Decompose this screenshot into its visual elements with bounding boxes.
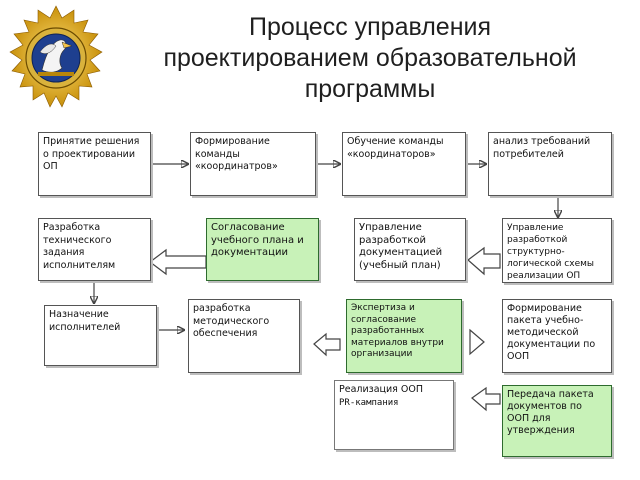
box-implementation-pr: Реализация ООП PR-кампания: [334, 380, 454, 450]
box-methodical-support-text: разработка методического обеспечения: [193, 303, 270, 339]
box-form-package-text: Формирование пакета учебно-методической …: [507, 303, 596, 362]
box-analyze-requirements-text: анализ требований потребителей: [493, 136, 591, 160]
box-manage-scheme: Управление разработкой структурно-логиче…: [502, 218, 612, 283]
title-line-2: проектированием образовательной: [163, 44, 577, 72]
box-manage-documentation: Управление разработкой документацией (уч…: [354, 218, 466, 281]
box-expertise: Экспертиза и согласование разработанных …: [346, 299, 462, 373]
box-tech-task: Разработка технического задания исполнит…: [38, 218, 151, 281]
title-line-1: Процесс управления: [248, 13, 492, 41]
box-manage-scheme-text: Управление разработкой структурно-логиче…: [507, 223, 594, 281]
page-title: Процесс управления проектированием образ…: [110, 12, 630, 105]
box-train-team-text: Обучение команды «координаторов»: [347, 136, 444, 160]
red-arrow-b14-b13: [471, 386, 501, 412]
box-train-team: Обучение команды «координаторов»: [342, 132, 466, 196]
box-decision-design: Принятие решения о проектировании ОП: [38, 132, 151, 196]
box-form-team: Формирование команды «координатров»: [190, 132, 316, 196]
box-decision-design-text: Принятие решения о проектировании ОП: [43, 136, 140, 172]
box-expertise-text: Экспертиза и согласование разработанных …: [351, 303, 444, 359]
title-line-3: программы: [304, 75, 436, 103]
box-analyze-requirements: анализ требований потребителей: [488, 132, 612, 196]
red-arrow-b11-b10: [313, 332, 341, 357]
university-emblem-logo: [9, 5, 103, 108]
red-arrow-b11-b12: [469, 328, 485, 356]
red-arrow-b8-b7: [467, 246, 501, 276]
box-pr-campaign-text: PR-кампания: [339, 397, 399, 408]
red-arrow-double-left: [149, 248, 207, 276]
box-coordinate-plan: Согласование учебного плана и документац…: [206, 218, 319, 281]
box-methodical-support: разработка методического обеспечения: [188, 299, 300, 373]
box-transfer-package-text: Передача пакета документов по ООП для ут…: [507, 389, 594, 436]
box-form-package: Формирование пакета учебно-методической …: [502, 299, 612, 373]
box-transfer-package: Передача пакета документов по ООП для ут…: [502, 385, 612, 457]
box-assign-executors: Назначение исполнителей: [44, 305, 157, 366]
box-coordinate-plan-text: Согласование учебного плана и документац…: [211, 222, 304, 258]
box-form-team-text: Формирование команды «координатров»: [195, 136, 278, 172]
box-implementation-text: Реализация ООП: [339, 384, 423, 395]
box-tech-task-text: Разработка технического задания исполнит…: [43, 222, 116, 271]
box-manage-documentation-text: Управление разработкой документацией (уч…: [359, 222, 443, 271]
box-assign-executors-text: Назначение исполнителей: [49, 309, 121, 333]
